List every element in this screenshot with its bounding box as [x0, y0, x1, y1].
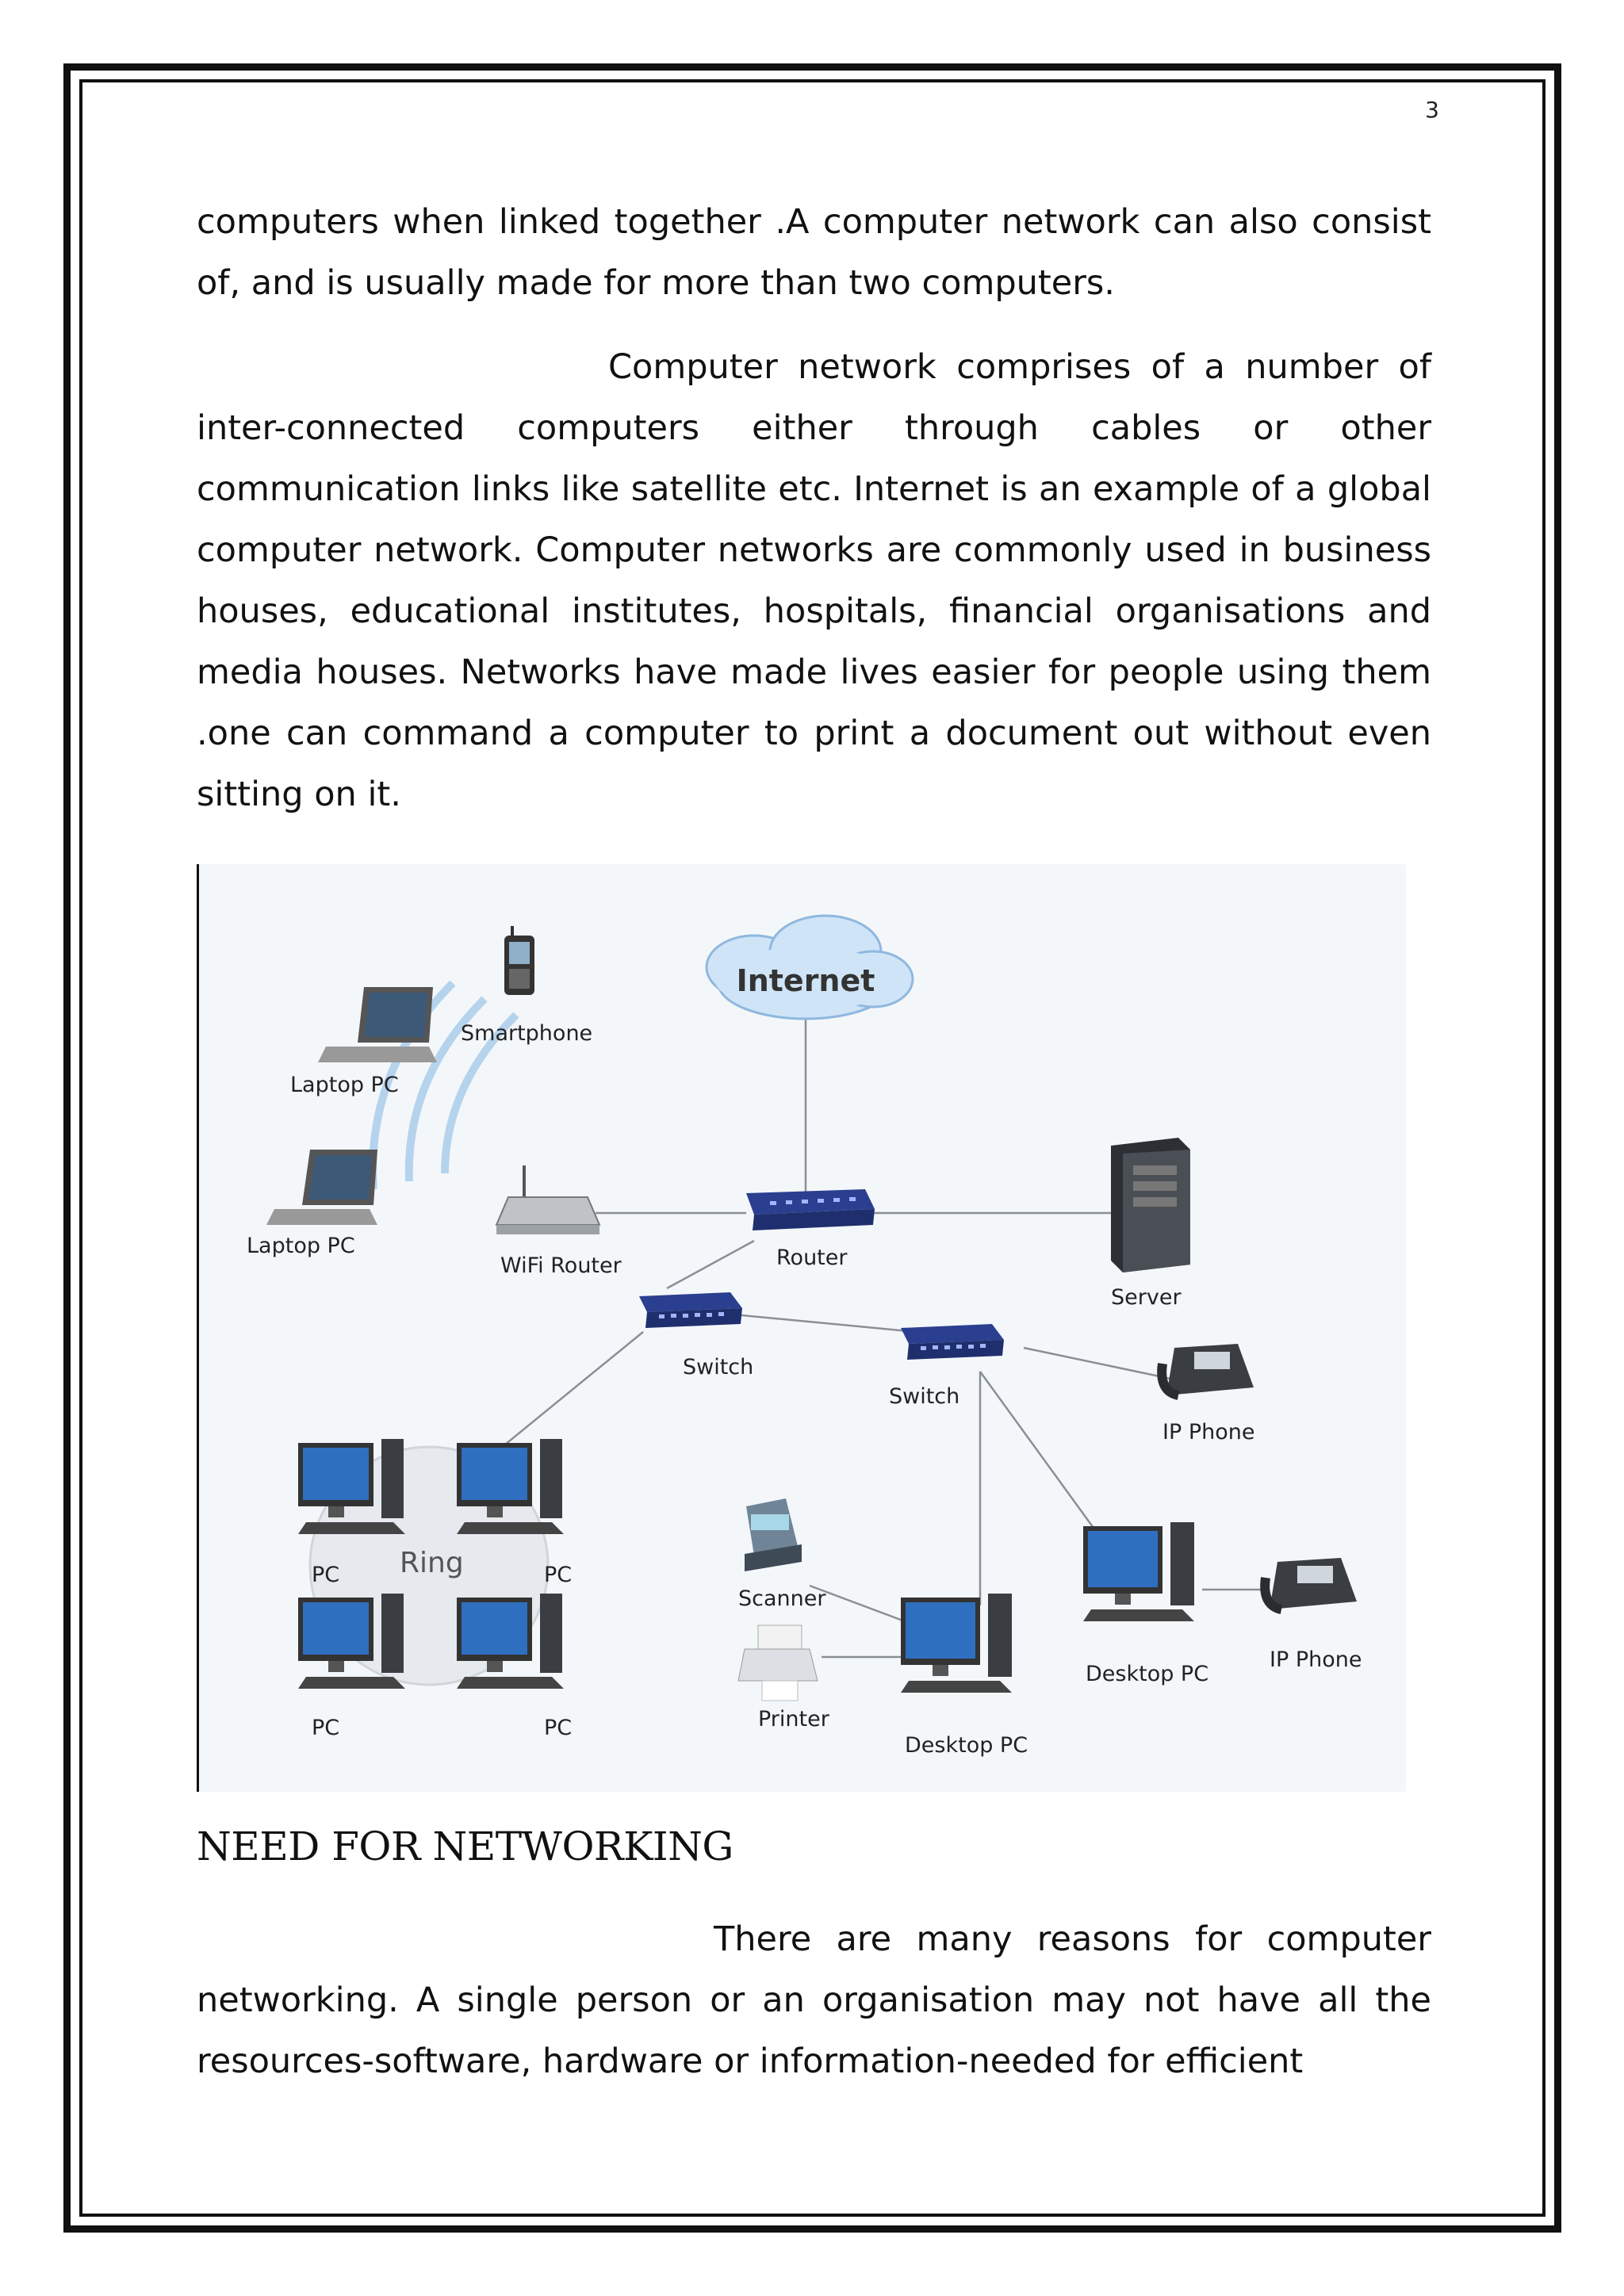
internet-label: Internet [737, 963, 875, 998]
paragraph-2: Computer network comprises of a number o… [197, 347, 1431, 814]
scanner-label: Scanner [738, 1586, 826, 1611]
page-border-outer [63, 63, 1561, 2233]
paragraph-1: computers when linked together .A comput… [197, 202, 1431, 303]
connection-lines [492, 975, 1270, 1659]
pc-3-label: PC [312, 1716, 339, 1740]
desktop-2-label: Desktop PC [1086, 1662, 1208, 1686]
wifi-router-label: WiFi Router [500, 1253, 622, 1278]
ring-label: Ring [400, 1547, 464, 1579]
router-icon [746, 1189, 875, 1230]
switch-icon [639, 1292, 742, 1328]
page-number: 3 [1425, 97, 1439, 123]
pc-icon [298, 1594, 405, 1689]
laptop-icon [266, 1150, 377, 1225]
desktop-pc-icon [1083, 1522, 1194, 1621]
wifi-router-icon [495, 1165, 601, 1234]
pc-4-label: PC [544, 1716, 572, 1740]
laptop-1-label: Laptop PC [290, 1073, 399, 1097]
laptop-2-label: Laptop PC [247, 1234, 355, 1258]
pc-icon [298, 1439, 405, 1534]
pc-icon [457, 1594, 564, 1689]
paragraph-3: There are many reasons for computer netw… [197, 1919, 1431, 2081]
laptop-icon [318, 987, 437, 1062]
server-icon [1111, 1138, 1190, 1272]
pc-1-label: PC [312, 1563, 339, 1587]
router-label: Router [776, 1246, 848, 1270]
desktop-1-label: Desktop PC [905, 1733, 1028, 1758]
smartphone-icon [504, 926, 534, 995]
switch-1-label: Switch [683, 1355, 753, 1380]
smartphone-label: Smartphone [461, 1021, 592, 1046]
switch-2-label: Switch [889, 1384, 959, 1409]
printer-icon [737, 1624, 818, 1701]
printer-label: Printer [758, 1707, 830, 1732]
internet-cloud-icon [705, 914, 914, 1020]
ip-phone-icon [1157, 1344, 1254, 1400]
switch-icon [901, 1324, 1004, 1360]
pc-icon [457, 1439, 564, 1534]
pc-2-label: PC [544, 1563, 572, 1587]
scanner-icon [745, 1498, 802, 1571]
ip-phone-2-label: IP Phone [1270, 1647, 1362, 1672]
ip-phone-icon [1260, 1558, 1357, 1614]
server-label: Server [1111, 1285, 1182, 1310]
network-diagram: Internet Smartphone Laptop PC Laptop PC [197, 864, 1406, 1792]
section-heading: NEED FOR NETWORKING [197, 1823, 733, 1869]
ip-phone-1-label: IP Phone [1162, 1420, 1254, 1445]
desktop-pc-icon [901, 1594, 1012, 1693]
page-border-inner [79, 79, 1545, 2217]
